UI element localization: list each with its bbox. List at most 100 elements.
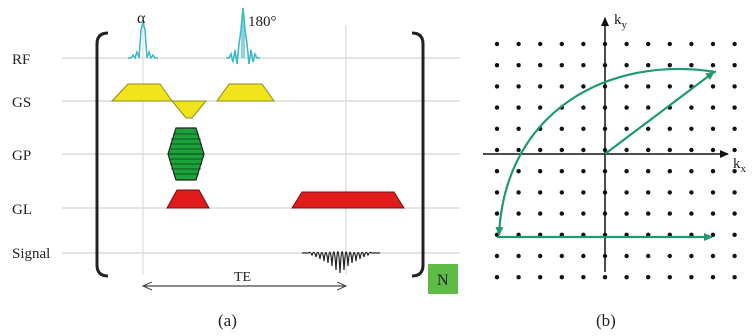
k-space-sample-point <box>538 169 543 174</box>
ky-axis-label: ky <box>614 12 628 31</box>
k-space-sample-point <box>732 84 737 89</box>
k-space-sample-point <box>494 62 500 68</box>
k-space-sample-point <box>689 275 694 280</box>
k-space-sample-point <box>667 84 672 89</box>
gp-phase-encode-table <box>167 127 205 181</box>
k-space-sample-point <box>646 190 651 195</box>
k-space-sample-point <box>516 169 521 174</box>
k-space-sample-point <box>646 84 651 89</box>
k-space-sample-point <box>538 190 543 195</box>
gl-dephase-lobe <box>166 189 210 209</box>
k-space-sample-point <box>559 41 564 47</box>
row-label-gl: GL <box>12 202 32 218</box>
panel-b-caption: (b) <box>596 311 616 330</box>
panel-a-caption: (a) <box>218 311 237 330</box>
k-space-sample-point <box>732 253 737 259</box>
k-space-sample-point <box>494 126 500 131</box>
k-space-sample-point <box>538 62 543 68</box>
row-label-rf: RF <box>12 52 30 68</box>
k-space-sample-point <box>516 41 521 47</box>
k-space-sample-point <box>667 253 672 259</box>
k-space-sample-point <box>516 126 521 131</box>
k-space-sample-point <box>581 147 586 153</box>
k-space-sample-point <box>732 211 737 216</box>
k-space-sample-point <box>732 105 737 110</box>
k-space-sample-point <box>494 84 500 89</box>
k-space-sample-point <box>624 105 629 110</box>
k-space-sample-point <box>646 211 651 216</box>
k-space-sample-point <box>667 62 672 68</box>
k-space-sample-point <box>646 275 651 280</box>
k-space-sample-point <box>559 190 564 195</box>
k-space-sample-point <box>494 147 500 153</box>
row-label-signal: Signal <box>12 246 50 262</box>
trajectory-to-corner <box>604 71 715 155</box>
k-space-sample-point <box>689 62 694 68</box>
k-space-sample-point <box>581 275 586 280</box>
k-space-sample-point <box>624 253 629 259</box>
rf-alpha-pulse <box>128 21 158 60</box>
k-space-sample-point <box>667 126 672 131</box>
k-space-sample-point <box>494 211 500 216</box>
k-space-sample-point <box>646 253 651 259</box>
k-space-sample-point <box>624 275 629 280</box>
k-space-sample-point <box>710 126 716 131</box>
gs-refocus-lobe <box>170 100 208 119</box>
k-space-sample-point <box>710 275 716 280</box>
k-space-sample-point <box>710 147 716 153</box>
k-space-sample-point <box>538 253 543 259</box>
k-space-sample-point <box>710 253 716 259</box>
rf-180-pulse-core <box>241 8 245 58</box>
k-space-sample-point <box>538 105 543 110</box>
k-space-sample-point <box>710 84 716 89</box>
k-space-sample-point <box>732 190 737 195</box>
k-space-sample-point <box>494 105 500 110</box>
k-space-sample-point <box>689 126 694 131</box>
k-space-sample-point <box>710 190 716 195</box>
k-space-sample-point <box>494 275 500 280</box>
k-space-sample-point <box>646 126 651 131</box>
echo-signal <box>302 251 380 274</box>
k-space-sample-point <box>710 62 716 68</box>
k-space-sample-point <box>624 62 629 68</box>
k-space-sample-point <box>689 41 694 47</box>
k-space-sample-point <box>732 169 737 174</box>
k-space-sample-point <box>646 147 651 153</box>
k-space-sample-point <box>624 41 629 47</box>
k-space-sample-point <box>732 147 737 153</box>
k-space-sample-point <box>602 275 608 280</box>
gs-slice-select-lobe-2 <box>216 83 275 102</box>
kx-axis-label: kx <box>733 156 747 175</box>
k-space-sample-point <box>646 169 651 174</box>
k-space-sample-point <box>581 62 586 68</box>
k-space-sample-point <box>710 211 716 216</box>
k-space-sample-point <box>559 253 564 259</box>
k-space-sample-point <box>494 253 500 259</box>
k-space-sample-point <box>581 105 586 110</box>
k-space-sample-point <box>538 41 543 47</box>
right-bracket <box>411 31 425 278</box>
k-space-sample-point <box>624 147 629 153</box>
k-space-sample-point <box>667 190 672 195</box>
trajectory-arc <box>495 67 717 236</box>
gs-slice-select-lobe-1 <box>110 83 173 102</box>
k-space-sample-point <box>516 253 521 259</box>
k-space-sample-point <box>494 41 500 47</box>
k-space-sample-point <box>710 41 716 47</box>
k-space-sample-point <box>581 41 586 47</box>
te-label: TE <box>234 270 251 285</box>
k-space-sample-point <box>646 62 651 68</box>
left-bracket <box>95 31 109 278</box>
k-space-sample-point <box>732 126 737 131</box>
k-space-sample-point <box>732 41 737 47</box>
k-space-sample-point <box>516 211 521 216</box>
k-space-sample-point <box>559 275 564 280</box>
k-space-sample-point <box>559 211 564 216</box>
k-space-sample-point <box>689 211 694 216</box>
k-space-sample-point <box>494 169 500 174</box>
k-space-sample-point <box>689 105 694 110</box>
k-space-trajectory: kx ky (b) <box>483 12 747 330</box>
k-space-sample-point <box>538 275 543 280</box>
k-space-sample-point <box>581 211 586 216</box>
k-space-sample-point <box>689 147 694 153</box>
